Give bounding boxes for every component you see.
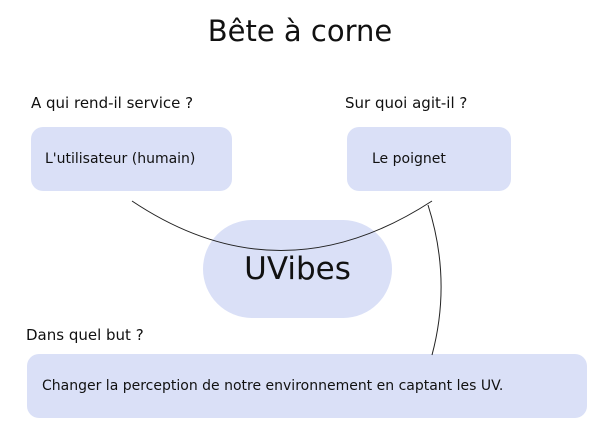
diagram-title: Bête à corne [207, 14, 393, 48]
answer-who-box: L'utilisateur (humain) [31, 127, 232, 191]
answer-why-box: Changer la perception de notre environne… [27, 354, 587, 418]
purpose-curve [427, 204, 442, 356]
product-name: UVibes [244, 251, 351, 287]
horn-curve [131, 200, 433, 251]
answer-what-box: Le poignet [347, 127, 511, 191]
question-what: Sur quoi agit-il ? [345, 94, 468, 112]
question-who: A qui rend-il service ? [31, 94, 194, 112]
answer-what: Le poignet [372, 151, 446, 167]
answer-who: L'utilisateur (humain) [45, 151, 196, 167]
answer-why: Changer la perception de notre environne… [42, 378, 504, 394]
question-why: Dans quel but ? [26, 326, 144, 344]
